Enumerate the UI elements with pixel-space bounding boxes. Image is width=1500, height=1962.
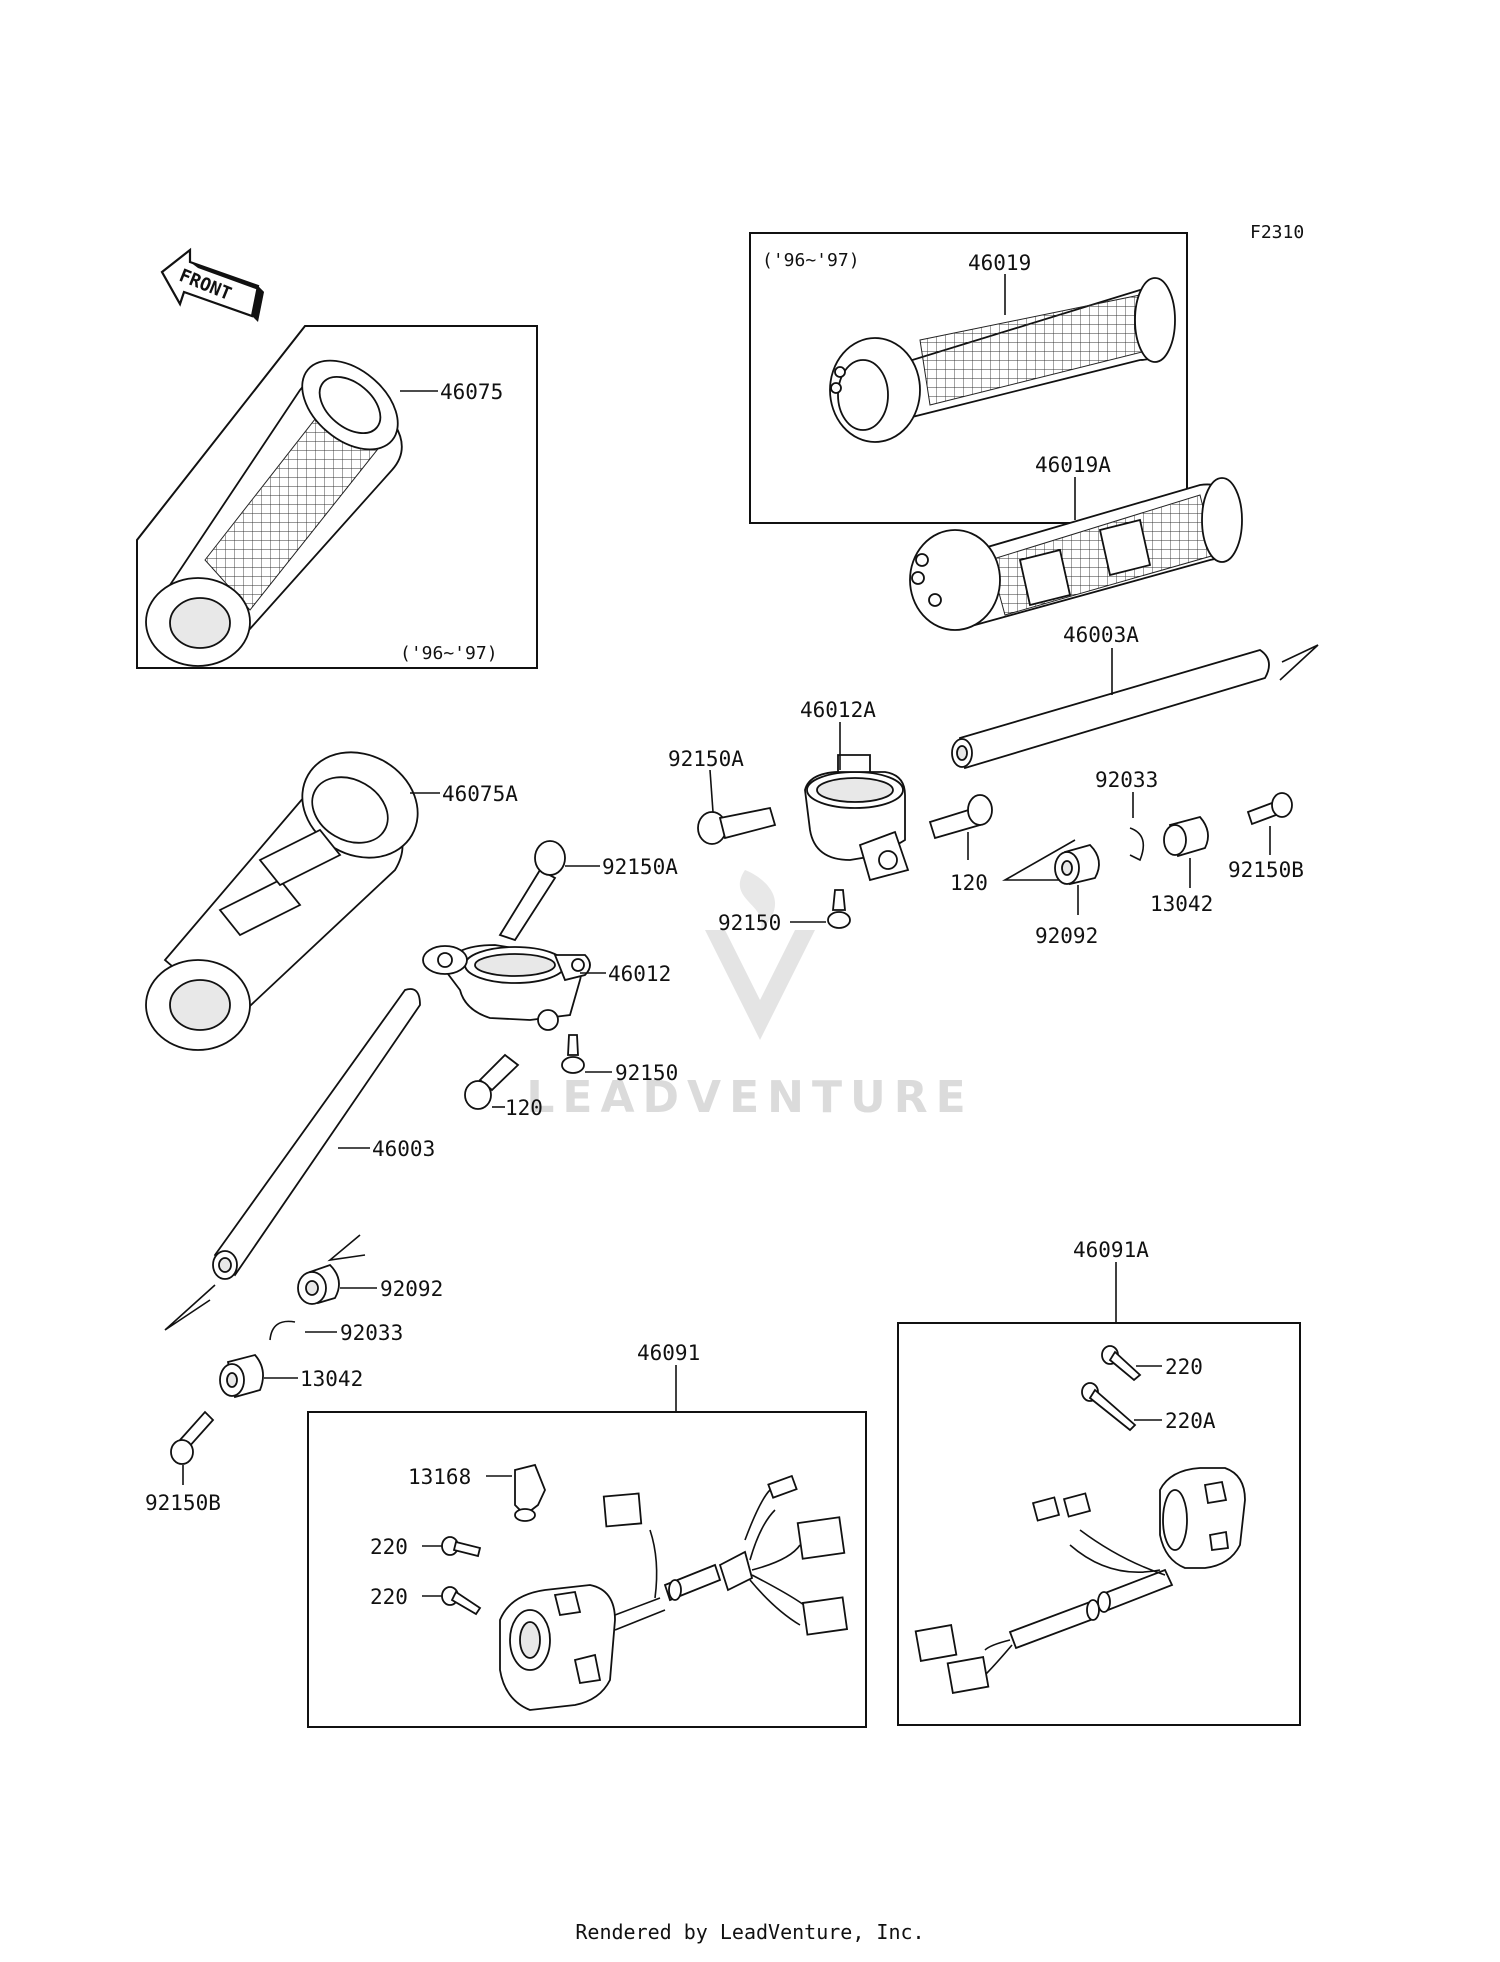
screw-220A-right [1081, 1382, 1137, 1432]
label-46075A: 46075A [442, 782, 518, 806]
label-120-mid: 120 [505, 1096, 543, 1120]
weight-92092-top [1054, 843, 1100, 886]
collar-13042-top [1163, 815, 1209, 858]
switch-assembly-46091 [499, 1463, 849, 1711]
watermark-text: LEADVENTURE [526, 1072, 973, 1123]
box-46091A [897, 1322, 1301, 1726]
front-arrow-icon: FRONT [160, 247, 264, 322]
clip-92033-bottom [269, 1320, 296, 1341]
label-46019A: 46019A [1035, 453, 1111, 477]
label-220-right: 220 [1165, 1355, 1203, 1379]
bolt-92150A-top [697, 806, 777, 845]
box-46019-96-97 [749, 232, 1188, 524]
bolt-120-mid [464, 1053, 520, 1110]
leadventure-watermark: LEADVENTURE [526, 870, 973, 1123]
label-46003: 46003 [372, 1137, 435, 1161]
label-92092-top: 92092 [1035, 924, 1098, 948]
label-92150-top: 92150 [718, 911, 781, 935]
clip-92033-top [1129, 827, 1145, 862]
box-year-left: ('96~'97) [400, 643, 498, 664]
screw-92150B-top [1246, 792, 1293, 826]
screw-92150-top [827, 889, 851, 929]
box-46075-96-97 [136, 325, 538, 669]
bolt-92150A-mid [498, 840, 566, 942]
grip-46019A [909, 477, 1243, 631]
label-92150A-mid: 92150A [602, 855, 678, 879]
grip-46075A [145, 751, 419, 1051]
handlebar-46003A [951, 649, 1270, 770]
label-92150B-top: 92150B [1228, 858, 1304, 882]
switch-assembly-46091A [914, 1467, 1246, 1694]
label-220-b: 220 [370, 1585, 408, 1609]
label-46003A: 46003A [1063, 623, 1139, 647]
label-46091: 46091 [637, 1341, 700, 1365]
grip-46019 [829, 277, 1176, 443]
label-92150A-top: 92150A [668, 747, 744, 771]
label-92092-bottom: 92092 [380, 1277, 443, 1301]
label-92033-top: 92033 [1095, 768, 1158, 792]
clamp-46012 [422, 944, 591, 1031]
diagram-code: F2310 [1250, 222, 1304, 243]
weight-92092-bottom [297, 1263, 340, 1305]
label-46012: 46012 [608, 962, 671, 986]
label-92033-bottom: 92033 [340, 1321, 403, 1345]
label-13042-bottom: 13042 [300, 1367, 363, 1391]
screw-220-right [1101, 1345, 1142, 1382]
footer-credit: Rendered by LeadVenture, Inc. [575, 1920, 925, 1944]
box-46091 [307, 1411, 867, 1728]
screw-220-b [441, 1586, 482, 1616]
label-220-a: 220 [370, 1535, 408, 1559]
label-46019: 46019 [968, 251, 1031, 275]
label-46012A: 46012A [800, 698, 876, 722]
label-13042-top: 13042 [1150, 892, 1213, 916]
label-46091A: 46091A [1073, 1238, 1149, 1262]
handlebar-46003 [212, 988, 421, 1280]
box-year-right: ('96~'97) [762, 250, 860, 271]
screw-92150B-bottom [170, 1410, 215, 1465]
label-13168: 13168 [408, 1465, 471, 1489]
clamp-46012A [804, 754, 910, 882]
label-92150B-bottom: 92150B [145, 1491, 221, 1515]
label-92150-mid: 92150 [615, 1061, 678, 1085]
screw-92150-mid [561, 1034, 585, 1074]
label-120-top: 120 [950, 871, 988, 895]
collar-13042-bottom [219, 1353, 264, 1399]
screw-220-a [441, 1536, 482, 1558]
label-46075: 46075 [440, 380, 503, 404]
bolt-120-top [928, 794, 993, 840]
grip-46075 [145, 359, 403, 667]
label-220A-right: 220A [1165, 1409, 1216, 1433]
